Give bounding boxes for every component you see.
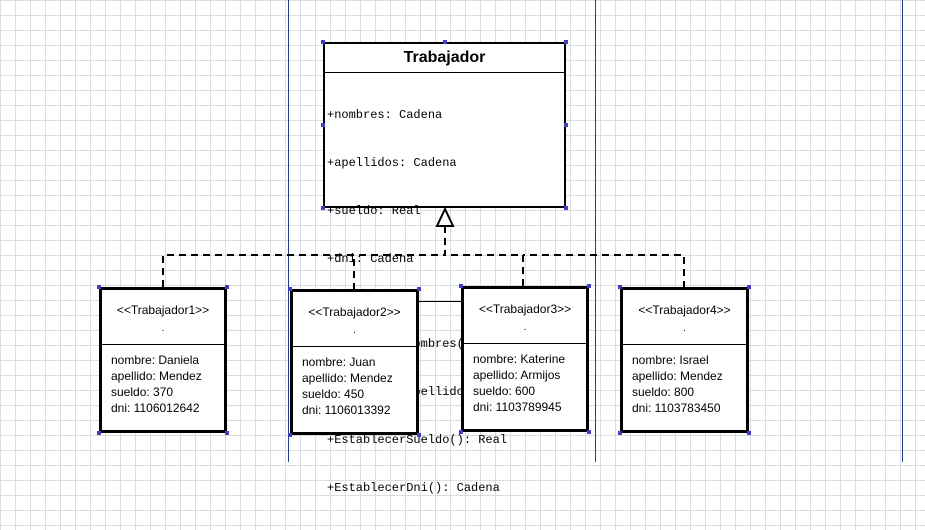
- selection-handle[interactable]: [97, 285, 101, 289]
- connector-trabajador1[interactable]: [162, 226, 446, 287]
- field-row: sueldo: 370: [111, 385, 174, 399]
- attribute-row: +apellidos: Cadena: [327, 156, 457, 170]
- object-trabajador4[interactable]: <<Trabajador4>> . nombre: Israel apellid…: [620, 287, 749, 433]
- page-boundary-line: [902, 0, 903, 462]
- object-fields: nombre: Israel apellido: Mendez sueldo: …: [623, 345, 746, 416]
- object-trabajador1[interactable]: <<Trabajador1>> . nombre: Daniela apelli…: [99, 287, 227, 433]
- selection-handle[interactable]: [417, 287, 421, 291]
- selection-handle[interactable]: [747, 285, 751, 289]
- selection-handle[interactable]: [417, 433, 421, 437]
- selection-handle[interactable]: [564, 206, 568, 210]
- selection-handle[interactable]: [288, 287, 292, 291]
- object-stereotype: <<Trabajador1>>: [116, 303, 210, 317]
- field-row: nombre: Juan: [302, 355, 376, 369]
- selection-handle[interactable]: [618, 285, 622, 289]
- attribute-row: +sueldo: Real: [327, 204, 421, 218]
- object-stereotype: <<Trabajador2>>: [308, 305, 401, 319]
- selection-handle[interactable]: [225, 431, 229, 435]
- attribute-row: +nombres: Cadena: [327, 108, 443, 122]
- object-stereotype: <<Trabajador4>>: [638, 303, 731, 317]
- object-stereotype: <<Trabajador3>>: [478, 302, 572, 316]
- selection-handle[interactable]: [747, 431, 751, 435]
- field-row: nombre: Israel: [632, 353, 709, 367]
- field-row: dni: 1103789945: [473, 400, 562, 414]
- object-header: <<Trabajador2>> .: [293, 292, 416, 347]
- generalization-arrowhead: [435, 206, 455, 227]
- field-row: apellido: Mendez: [632, 369, 723, 383]
- object-header: <<Trabajador3>> .: [464, 289, 586, 344]
- field-row: sueldo: 800: [632, 385, 695, 399]
- selection-handle[interactable]: [564, 40, 568, 44]
- selection-handle[interactable]: [97, 431, 101, 435]
- object-fields: nombre: Juan apellido: Mendez sueldo: 45…: [293, 347, 416, 418]
- selection-handle[interactable]: [587, 284, 591, 288]
- field-row: dni: 1106012642: [111, 401, 200, 415]
- field-row: apellido: Mendez: [111, 369, 202, 383]
- class-name: Trabajador: [325, 44, 564, 73]
- field-row: sueldo: 450: [302, 387, 365, 401]
- class-attributes: +nombres: Cadena +apellidos: Cadena +sue…: [325, 73, 564, 302]
- selection-handle[interactable]: [459, 430, 463, 434]
- object-fields: nombre: Daniela apellido: Mendez sueldo:…: [102, 345, 224, 416]
- selection-handle[interactable]: [321, 123, 325, 127]
- field-row: nombre: Daniela: [111, 353, 200, 367]
- field-row: apellido: Mendez: [302, 371, 393, 385]
- selection-handle[interactable]: [225, 285, 229, 289]
- selection-handle[interactable]: [459, 284, 463, 288]
- object-header: <<Trabajador4>> .: [623, 290, 746, 345]
- object-trabajador2[interactable]: <<Trabajador2>> . nombre: Juan apellido:…: [290, 289, 419, 435]
- selection-handle[interactable]: [321, 40, 325, 44]
- selection-handle[interactable]: [564, 123, 568, 127]
- field-row: sueldo: 600: [473, 384, 536, 398]
- method-row: +EstablecerDni(): Cadena: [327, 481, 500, 495]
- page-boundary-line: [288, 0, 289, 462]
- class-trabajador[interactable]: Trabajador +nombres: Cadena +apellidos: …: [323, 42, 566, 495]
- object-trabajador3[interactable]: <<Trabajador3>> . nombre: Katerine apell…: [461, 286, 589, 432]
- selection-handle[interactable]: [618, 431, 622, 435]
- page-boundary-line: [595, 0, 596, 462]
- selection-handle[interactable]: [288, 433, 292, 437]
- field-row: dni: 1106013392: [302, 403, 391, 417]
- attribute-row: +dni: Cadena: [327, 252, 414, 266]
- method-row: +EstablecerSueldo(): Real: [327, 433, 508, 447]
- object-dot: .: [161, 323, 165, 334]
- field-row: dni: 1103783450: [632, 401, 721, 415]
- object-fields: nombre: Katerine apellido: Armijos sueld…: [464, 344, 586, 415]
- object-dot: .: [683, 323, 686, 334]
- field-row: nombre: Katerine: [473, 352, 566, 366]
- selection-handle[interactable]: [321, 206, 325, 210]
- field-row: apellido: Armijos: [473, 368, 561, 382]
- selection-handle[interactable]: [443, 40, 447, 44]
- realization-connectors: [162, 206, 685, 290]
- object-header: <<Trabajador1>> .: [102, 290, 224, 345]
- object-dot: .: [353, 325, 356, 336]
- object-dot: .: [523, 322, 527, 333]
- selection-handle[interactable]: [587, 430, 591, 434]
